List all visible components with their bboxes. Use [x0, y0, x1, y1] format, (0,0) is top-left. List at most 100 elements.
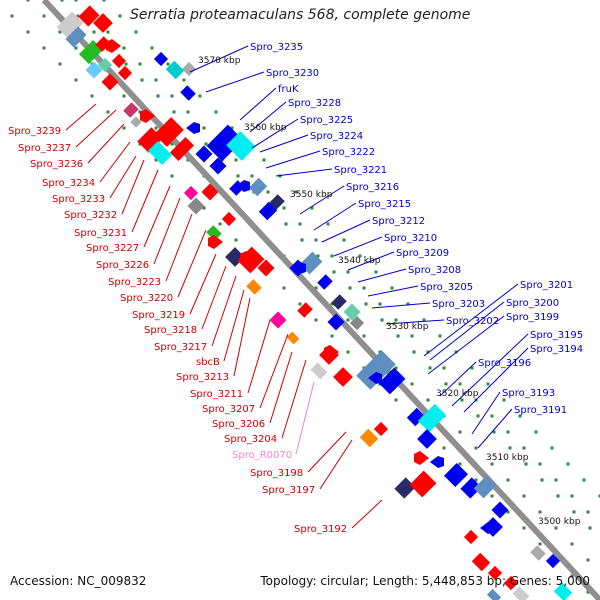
gene-label[interactable]: Spro_3210 [384, 233, 437, 244]
gene-label[interactable]: Spro_3219 [132, 310, 185, 321]
gene-label[interactable]: Spro_3228 [288, 98, 341, 109]
gene-label[interactable]: Spro_3207 [202, 404, 255, 415]
tick-mark [202, 126, 206, 130]
gene-label[interactable]: Spro_3191 [514, 405, 567, 416]
gene-label[interactable]: Spro_3200 [506, 298, 559, 309]
position-label: 3560 kbp [244, 123, 287, 133]
gene-feature [269, 311, 287, 329]
gene-feature [258, 201, 278, 221]
tick-mark [502, 398, 506, 402]
tick-mark [282, 206, 286, 210]
gene-label[interactable]: Spro_3218 [144, 325, 197, 336]
tick-mark [364, 302, 368, 306]
gene-feature [78, 5, 100, 27]
gene-label[interactable]: Spro_3235 [250, 42, 303, 53]
tick-mark [202, 206, 206, 210]
tick-mark [298, 222, 302, 226]
leader-line [321, 219, 371, 243]
gene-label[interactable]: Spro_3220 [120, 293, 173, 304]
leader-line [121, 159, 145, 215]
gene-label[interactable]: Spro_3205 [420, 282, 473, 293]
tick-mark [410, 334, 414, 338]
gene-label[interactable]: Spro_3192 [294, 524, 347, 535]
tick-mark [134, 30, 138, 34]
gene-feature [487, 565, 503, 581]
gene-label[interactable]: Spro_3215 [358, 199, 411, 210]
gene-label[interactable]: Spro_3212 [372, 216, 425, 227]
gene-feature [206, 124, 244, 162]
gene-feature [327, 313, 345, 331]
gene-label[interactable]: Spro_3199 [506, 312, 559, 323]
leader-line [427, 315, 505, 375]
gene-feature [530, 545, 546, 561]
gene-label[interactable]: Spro_3208 [408, 265, 461, 276]
gene-feature [378, 367, 406, 395]
gene-label[interactable]: Spro_3196 [478, 358, 531, 369]
gene-label[interactable]: Spro_3237 [18, 143, 71, 154]
gene-feature [180, 85, 196, 101]
gene-label[interactable]: Spro_3197 [262, 485, 315, 496]
gene-label[interactable]: Spro_3204 [224, 434, 277, 445]
gene-label[interactable]: Spro_3232 [64, 210, 117, 221]
gene-label[interactable]: Spro_3209 [396, 248, 449, 259]
gene-label[interactable]: Spro_3233 [52, 194, 105, 205]
gene-label[interactable]: Spro_3195 [530, 330, 583, 341]
tick-mark [90, 94, 94, 98]
tick-mark [506, 478, 510, 482]
tick-mark [522, 526, 526, 530]
leader-line [385, 319, 445, 325]
gene-label[interactable]: Spro_3234 [42, 178, 95, 189]
tick-mark [282, 286, 286, 290]
gene-label[interactable]: Spro_3206 [212, 419, 265, 430]
gene-feature [201, 183, 219, 201]
tick-mark [300, 238, 304, 242]
gene-label[interactable]: Spro_R0070 [232, 450, 292, 461]
gene-label[interactable]: Spro_3213 [176, 372, 229, 383]
tick-mark [102, 0, 106, 2]
gene-labels: Spro_3239Spro_3237Spro_3236Spro_3234Spro… [8, 42, 583, 535]
leader-line [423, 283, 519, 357]
gene-label[interactable]: Spro_3230 [266, 68, 319, 79]
tick-mark [42, 46, 46, 50]
gene-label[interactable]: Spro_3226 [96, 260, 149, 271]
gene-label[interactable]: Spro_3201 [520, 280, 573, 291]
gene-label[interactable]: Spro_3221 [334, 165, 387, 176]
gene-label[interactable]: sbcB [196, 357, 220, 368]
gene-feature [331, 294, 347, 310]
gene-label[interactable]: Spro_3203 [432, 299, 485, 310]
leader-line [471, 391, 501, 435]
tick-mark [298, 302, 302, 306]
gene-label[interactable]: Spro_3224 [310, 131, 363, 142]
gene-label[interactable]: Spro_3236 [30, 159, 83, 170]
gene-label[interactable]: Spro_3211 [190, 389, 243, 400]
tick-mark [122, 46, 126, 50]
position-label: 3500 kbp [538, 517, 581, 527]
tick-mark [58, 30, 62, 34]
gene-label[interactable]: Spro_3217 [154, 342, 207, 353]
gene-label[interactable]: Spro_3223 [108, 277, 161, 288]
tick-mark [42, 14, 46, 18]
tick-mark [586, 510, 590, 514]
tick-mark [378, 302, 382, 306]
gene-label[interactable]: Spro_3216 [346, 182, 399, 193]
tick-mark [518, 414, 522, 418]
gene-label[interactable]: Spro_3198 [250, 468, 303, 479]
gene-label[interactable]: Spro_3227 [86, 243, 139, 254]
position-label: 3520 kbp [436, 389, 479, 399]
gene-label[interactable]: Spro_3231 [74, 228, 127, 239]
genome-backbone [41, 0, 600, 600]
gene-label[interactable]: Spro_3225 [300, 115, 353, 126]
tick-mark [442, 446, 446, 450]
gene-label[interactable]: Spro_3193 [502, 388, 555, 399]
gene-label[interactable]: Spro_3202 [446, 316, 499, 327]
gene-label[interactable]: fruK [278, 84, 299, 95]
tick-mark [474, 446, 478, 450]
gene-label[interactable]: Spro_3239 [8, 126, 61, 137]
tick-mark [310, 206, 314, 210]
gene-label[interactable]: Spro_3222 [322, 147, 375, 158]
gene-feature [165, 60, 185, 80]
tick-mark [330, 254, 334, 258]
gene-label[interactable]: Spro_3194 [530, 344, 583, 355]
tick-mark [186, 110, 190, 114]
